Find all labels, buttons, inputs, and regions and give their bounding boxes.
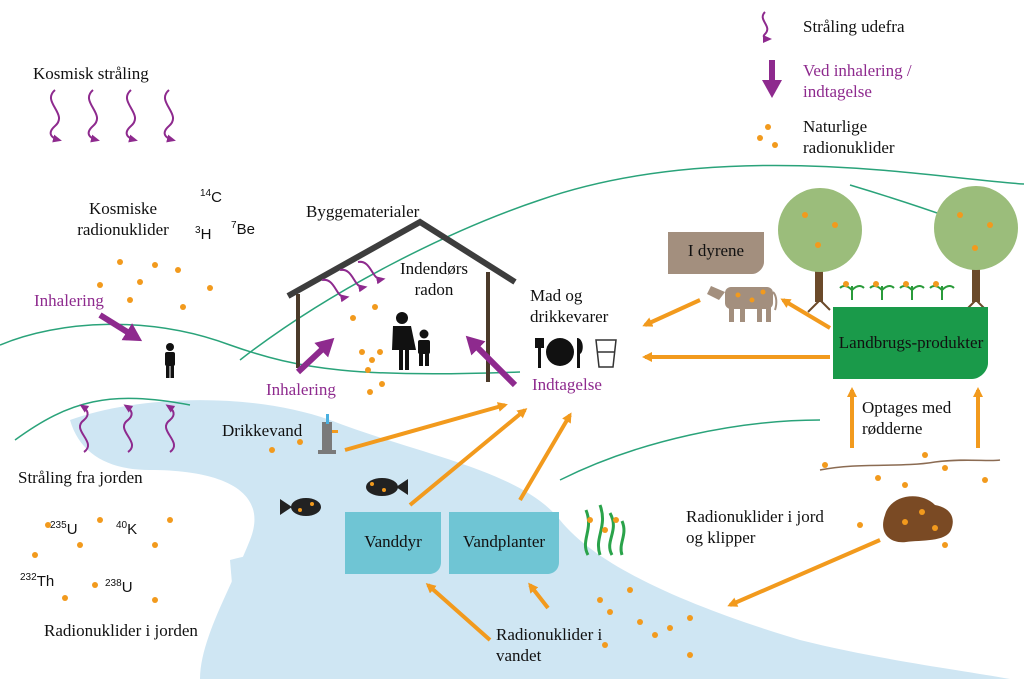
label-indoor-radon: Indendørs radon	[400, 259, 468, 299]
seaweed-icon	[583, 504, 626, 556]
radionuclide-dots	[32, 124, 988, 658]
person-icon	[165, 343, 175, 378]
label-cosmic-radiation: Kosmisk stråling	[33, 64, 149, 83]
hill-line-right	[559, 419, 821, 481]
box-aquatic-plants: Vandplanter	[462, 531, 546, 551]
glass-icon	[595, 339, 617, 368]
legend-inhalation-ingestion: Ved inhalering / indtagelse	[803, 61, 912, 101]
isotope-be7: 7Be	[231, 220, 255, 238]
fish-icon	[280, 498, 321, 516]
soil-line	[819, 459, 1001, 471]
family-icon	[392, 312, 430, 370]
seaweed-dots	[587, 517, 619, 533]
indoor-radon-wavy-arrows	[321, 260, 386, 303]
label-cosmic-radionuclides: Kosmiske radionuklider	[77, 199, 169, 239]
hill-line-left	[0, 323, 521, 375]
legend-wavy-arrow-icon	[761, 11, 772, 43]
purple-thick-arrows	[98, 60, 782, 388]
label-building-materials: Byggematerialer	[306, 202, 420, 221]
legend-external-radiation: Stråling udefra	[803, 17, 905, 36]
isotope-c14: 14C	[200, 188, 222, 206]
label-root-uptake: Optages med rødderne	[862, 398, 952, 438]
box-shape-agricultural	[833, 307, 988, 379]
cosmic-radiation-wavy-arrows	[49, 89, 176, 143]
isotope-th232: 232Th	[20, 572, 55, 590]
house-icon	[286, 218, 517, 382]
isotope-u235: 235U	[50, 520, 78, 538]
tree-icon	[934, 186, 1018, 313]
label-radionuclides-soil-rock: Radionuklider i jord og klipper	[686, 507, 824, 547]
cow-icon	[707, 286, 778, 322]
tree-icon	[778, 188, 862, 313]
label-radionuclides-ground: Radionuklider i jorden	[44, 621, 198, 640]
water-body-lower	[230, 552, 700, 679]
rock-dots	[902, 509, 938, 531]
fork-plate-knife-icon	[535, 338, 583, 368]
tap-icon	[318, 414, 338, 454]
seedling-icon	[839, 285, 955, 300]
label-radiation-ground: Stråling fra jorden	[18, 468, 143, 487]
box-shape-aquatic-plants	[449, 512, 559, 574]
box-agricultural-products: Landbrugs-produkter	[838, 332, 984, 352]
label-inhalation-left: Inhalering	[34, 291, 104, 310]
legend-natural-radionuclides: Naturlige radionuklider	[803, 117, 895, 157]
cow-dots	[735, 289, 766, 303]
isotope-u238: 238U	[105, 578, 133, 596]
box-shape-aquatic-animals	[345, 512, 441, 574]
isotope-k40: 40K	[116, 520, 138, 538]
box-aquatic-animals: Vanddyr	[364, 531, 422, 551]
ground-radiation-wavy-arrows	[78, 404, 176, 453]
box-in-animals: I dyrene	[687, 240, 745, 260]
label-radionuclides-water: Radionuklider i vandet	[496, 625, 603, 665]
label-drinking-water: Drikkevand	[222, 421, 303, 440]
rock-icon	[883, 496, 953, 543]
label-inhalation-house: Inhalering	[266, 380, 336, 399]
hill-line-shore	[14, 397, 191, 441]
label-ingestion: Indtagelse	[532, 375, 602, 394]
box-shape-in-animals	[668, 232, 764, 274]
seedling-dots	[843, 281, 939, 287]
orange-flow-arrows	[344, 298, 983, 642]
fish-icon	[366, 478, 408, 496]
label-food-drink: Mad og drikkevarer	[530, 286, 609, 326]
isotope-h3: 3H	[195, 225, 212, 243]
